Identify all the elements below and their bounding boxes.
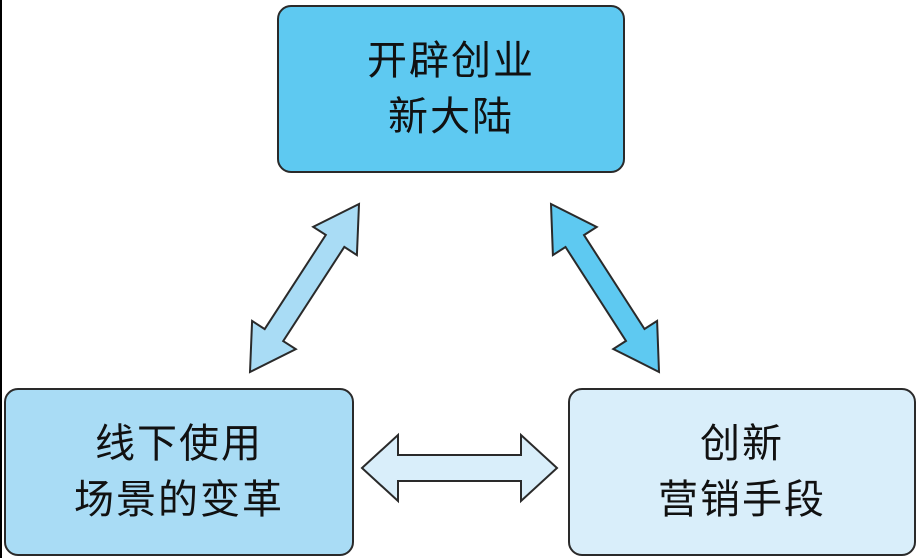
node-right-line-1: 创新: [700, 421, 784, 467]
node-left: 线下使用 场景的变革: [4, 388, 354, 556]
node-right-line-2: 营销手段: [658, 477, 826, 523]
double-arrow-top-right: [549, 202, 661, 374]
double-arrow-left-right: [360, 432, 559, 504]
node-right: 创新 营销手段: [568, 388, 916, 556]
double-arrow-top-left: [248, 202, 361, 374]
node-top: 开辟创业 新大陆: [277, 5, 625, 173]
node-left-line-2: 场景的变革: [74, 477, 284, 523]
node-left-line-1: 线下使用: [95, 421, 263, 467]
node-top-line-2: 新大陆: [388, 94, 514, 140]
node-top-line-1: 开辟创业: [367, 38, 535, 84]
